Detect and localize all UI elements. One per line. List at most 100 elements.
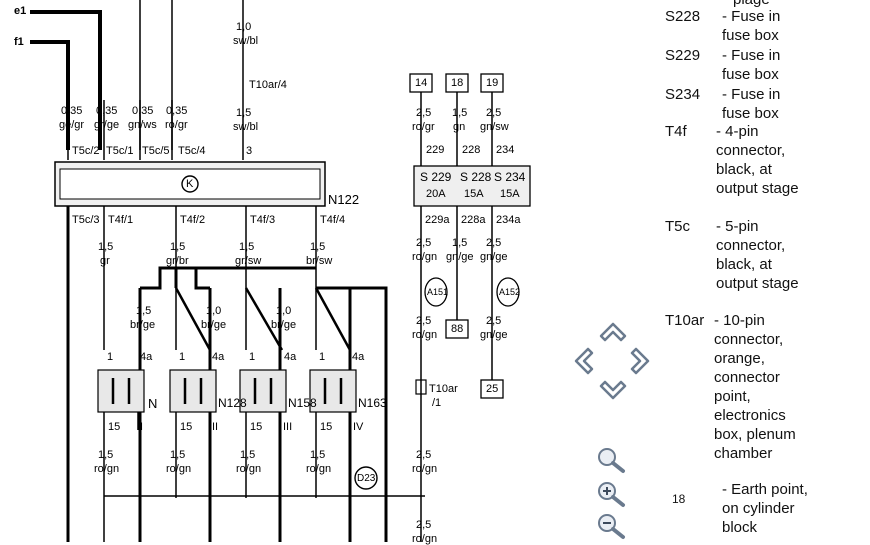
earth-point: D23 <box>357 473 376 484</box>
legend-code: S234 <box>665 86 701 103</box>
magnifier-icon[interactable] <box>596 446 628 474</box>
zoom-in-icon[interactable] <box>596 480 628 508</box>
coil-pin: 4a <box>352 351 365 363</box>
coil-pin: 15 <box>320 421 333 433</box>
label-f1: f1 <box>14 36 24 48</box>
fb-wire-color: br/ge <box>271 319 297 331</box>
pan-left-icon[interactable] <box>574 347 594 375</box>
out-pin: T4f/4 <box>320 214 346 226</box>
out-wire-color: gr/br <box>166 255 189 267</box>
fuse-out-color: gn/ge <box>480 251 508 263</box>
zoom-out-icon[interactable] <box>596 512 628 540</box>
fuse-out-pin: 229a <box>425 214 450 226</box>
pan-right-icon[interactable] <box>630 347 650 375</box>
coil-label: N <box>148 396 158 411</box>
out-wire-color: gr/sw <box>235 255 262 267</box>
fuse-term: 19 <box>486 77 499 89</box>
fuse-in-size: 2,5 <box>416 107 432 119</box>
a-mark: A151 <box>427 287 449 297</box>
pin-3: 3 <box>246 145 253 157</box>
coil-wire-size: 1,5 <box>98 449 114 461</box>
in-wire-size: 0,35 <box>166 105 188 117</box>
out-wire-size: 1,5 <box>170 241 186 253</box>
coil-roman: I <box>140 421 144 433</box>
coil-pin: 4a <box>284 351 297 363</box>
in-wire-size: 0,35 <box>132 105 154 117</box>
coil-wire-size: 1,5 <box>240 449 256 461</box>
coil-wire-color: ro/gn <box>306 463 332 475</box>
coil-label: N163 <box>358 396 387 410</box>
fuse-out-pin: 234a <box>496 214 521 226</box>
fuse-out-size: 2,5 <box>416 237 432 249</box>
a-mark: A152 <box>499 287 521 297</box>
fuse-rating: 20A <box>426 188 446 200</box>
fuse-term: 18 <box>451 77 464 89</box>
mid-wire-color: ro/gn <box>412 329 438 341</box>
module-label: N122 <box>328 192 360 207</box>
pan-up-icon[interactable] <box>599 322 627 342</box>
in-wire-color: gr/ge <box>94 119 120 131</box>
legend-desc: - Fuse in fuse box <box>722 47 781 83</box>
pan-control <box>570 318 660 408</box>
out-wire-size: 1,5 <box>98 241 114 253</box>
fb-wire-color: br/ge <box>201 319 227 331</box>
fuse-in-size: 2,5 <box>486 107 502 119</box>
end-term: 25 <box>486 383 499 395</box>
in-wire-size: 0,35 <box>96 105 118 117</box>
legend-desc: - 10-pin connector, orange, connector po… <box>714 312 796 462</box>
in-wire-pin: T5c/4 <box>178 145 206 157</box>
fuse-rating: 15A <box>464 188 484 200</box>
connector-t10ar: T10ar <box>429 383 458 395</box>
coil-pin: 4a <box>140 351 153 363</box>
fb-wire-color: br/ge <box>130 319 156 331</box>
coil-wire-size: 1,5 <box>310 449 326 461</box>
fuse-out-size: 2,5 <box>486 237 502 249</box>
out-wire-color: br/sw <box>306 255 333 267</box>
fuse-out-color: gn/ge <box>446 251 474 263</box>
legend-desc: - Earth point, on cylinder block <box>722 481 808 536</box>
coil-wire-size: 1,5 <box>170 449 186 461</box>
fuse-rating: 15A <box>500 188 520 200</box>
fuse-name: S 228 <box>460 170 492 184</box>
legend-code: T10ar <box>665 312 705 329</box>
mid-wire-size: 2,5 <box>416 315 432 327</box>
coil-pin: 1 <box>107 351 114 363</box>
legend-code: S229 <box>665 47 701 64</box>
legend-desc: - 5-pin connector, black, at output stag… <box>716 218 799 292</box>
fb-wire-size: 1,0 <box>276 305 292 317</box>
fuse-out-color: ro/gn <box>412 251 438 263</box>
bottom-wire-color: ro/gn <box>412 533 438 545</box>
fuse-in-pin: 229 <box>426 144 445 156</box>
legend-desc: - 4-pin connector, black, at output stag… <box>716 123 799 197</box>
out-wire-size: 1,5 <box>310 241 326 253</box>
label-e1: e1 <box>14 5 27 17</box>
bottom-wire-color: ro/gn <box>412 463 438 475</box>
fuse-in-color: ro/gr <box>412 121 435 133</box>
bottom-wire-size: 2,5 <box>416 449 432 461</box>
wire-e1 <box>30 10 102 150</box>
fuse-in-color: gn <box>453 121 466 133</box>
fuse-out-pin: 228a <box>461 214 486 226</box>
coil-pin: 15 <box>250 421 263 433</box>
coil-pin: 4a <box>212 351 225 363</box>
diagram-labels: e1 f1 1,0 sw/bl T10ar/4 1,5 sw/bl 3 0,35… <box>14 5 526 545</box>
out-wire-color: gr <box>100 255 110 267</box>
coil-roman: II <box>212 421 219 433</box>
top-wire2-color: sw/bl <box>233 121 259 133</box>
legend-desc: plage <box>733 0 823 9</box>
fuse-name: S 234 <box>494 170 526 184</box>
coil-pin: 1 <box>179 351 186 363</box>
in-wire-color: ro/gr <box>165 119 188 131</box>
fuse-in-pin: 234 <box>496 144 515 156</box>
coil-wire-color: ro/gn <box>166 463 192 475</box>
legend-code: S228 <box>665 8 701 25</box>
out-pin: T4f/3 <box>250 214 276 226</box>
bottom-wire-size: 2,5 <box>416 519 432 531</box>
fb-wire-size: 1,5 <box>136 305 152 317</box>
mid-wire-color: gn/ge <box>480 329 508 341</box>
wiring-diagram <box>30 0 531 542</box>
pan-down-icon[interactable] <box>599 380 627 400</box>
fb-wire-size: 1,0 <box>206 305 222 317</box>
coil-pin: 15 <box>180 421 193 433</box>
top-wire2-size: 1,5 <box>236 107 252 119</box>
